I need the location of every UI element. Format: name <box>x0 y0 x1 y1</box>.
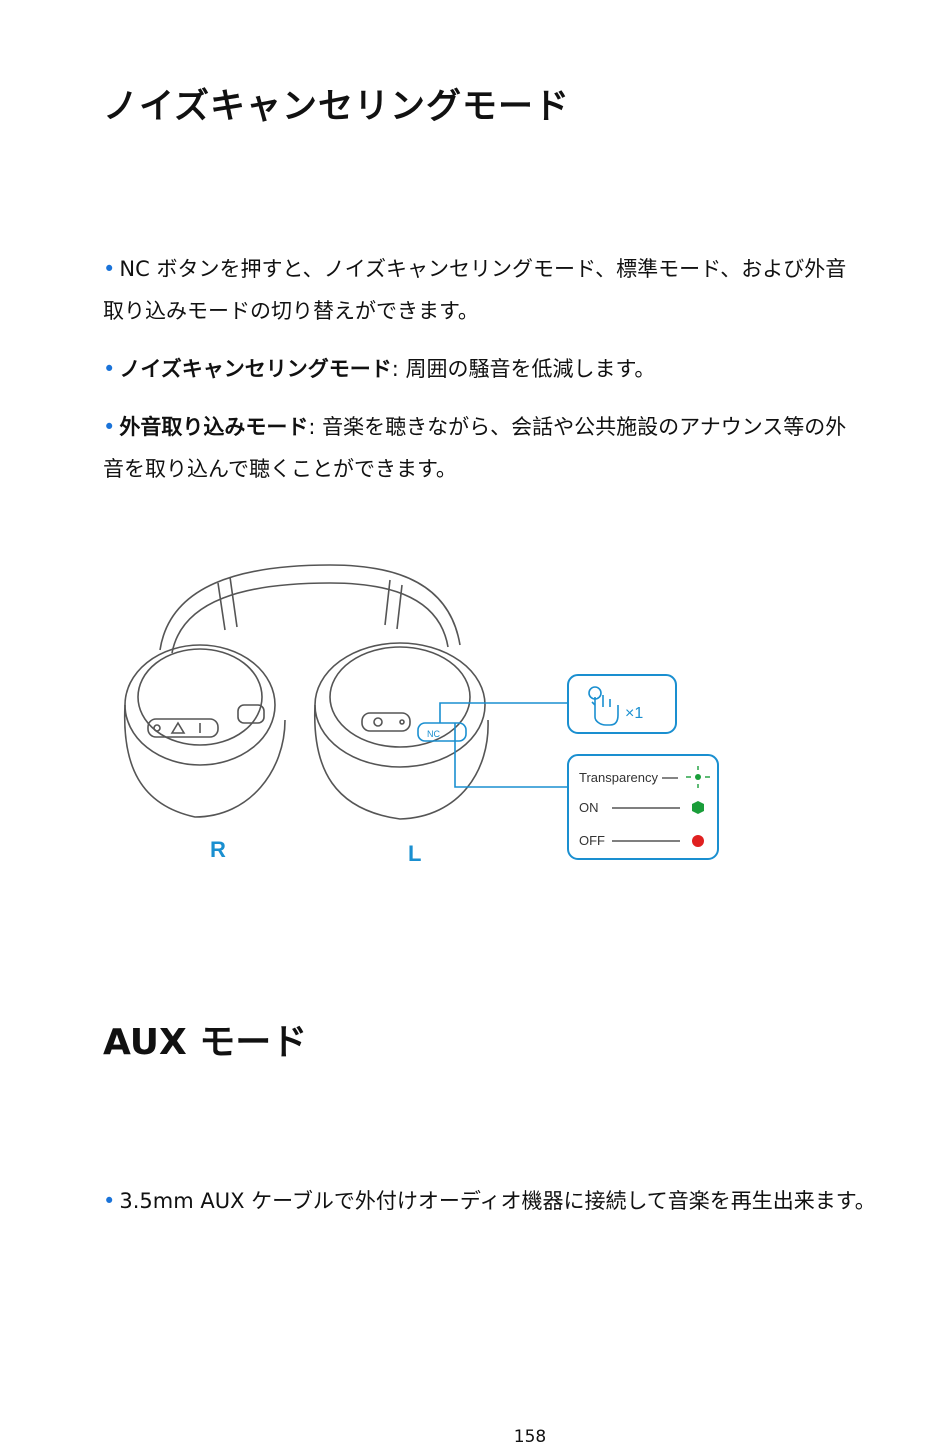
legend-off-label: OFF <box>579 833 605 848</box>
p3-term: 外音取り込みモード <box>119 415 309 439</box>
headphones-illustration <box>123 564 489 820</box>
p1-line1: NC ボタンを押すと、ノイズキャンセリングモード、標準モード、および外音 <box>119 257 847 281</box>
bullet: • <box>103 357 116 381</box>
on-indicator-icon <box>692 801 704 814</box>
finger-tap-icon <box>588 686 619 726</box>
p2-term: ノイズキャンセリングモード <box>119 357 392 381</box>
paragraph-nc-button: •NC ボタンを押すと、ノイズキャンセリングモード、標準モード、および外音 取り… <box>103 248 846 332</box>
off-indicator-icon <box>692 835 704 847</box>
press-callout <box>567 674 677 734</box>
bullet: • <box>103 257 116 281</box>
headphones-figure: NC ×1 Transparency ON OFF R L <box>123 564 719 866</box>
side-right-label: R <box>210 837 226 862</box>
bullet: • <box>103 415 116 439</box>
legend-transparency-label: Transparency <box>579 770 658 785</box>
press-count: ×1 <box>625 705 643 722</box>
p3-line1: : 音楽を聴きながら、会話や公共施設のアナウンス等の外 <box>308 415 847 439</box>
transparency-indicator-icon <box>686 766 710 788</box>
nc-button-label: NC <box>427 729 440 739</box>
heading-aux-mode: AUX モード <box>103 1022 308 1063</box>
p2-text: : 周囲の騒音を低減します。 <box>391 357 656 381</box>
paragraph-aux: •3.5mm AUX ケーブルで外付けオーディオ機器に接続して音楽を再生出来ます… <box>103 1180 876 1222</box>
paragraph-transparency-mode: •外音取り込みモード: 音楽を聴きながら、会話や公共施設のアナウンス等の外 音を… <box>103 406 846 490</box>
heading-noise-cancelling-mode: ノイズキャンセリングモード <box>103 87 570 127</box>
connector-lines <box>439 702 568 788</box>
p4-text: 3.5mm AUX ケーブルで外付けオーディオ機器に接続して音楽を再生出来ます。 <box>119 1189 876 1213</box>
p1-line2: 取り込みモードの切り替えができます。 <box>103 299 479 323</box>
mode-legend <box>567 754 719 860</box>
legend-on-label: ON <box>579 800 599 815</box>
paragraph-nc-mode: •ノイズキャンセリングモード: 周囲の騒音を低減します。 <box>103 348 655 390</box>
page-number: 158 <box>513 1427 547 1447</box>
side-left-label: L <box>408 841 421 866</box>
bullet: • <box>103 1189 116 1213</box>
p3-line2: 音を取り込んで聴くことができます。 <box>103 457 457 481</box>
